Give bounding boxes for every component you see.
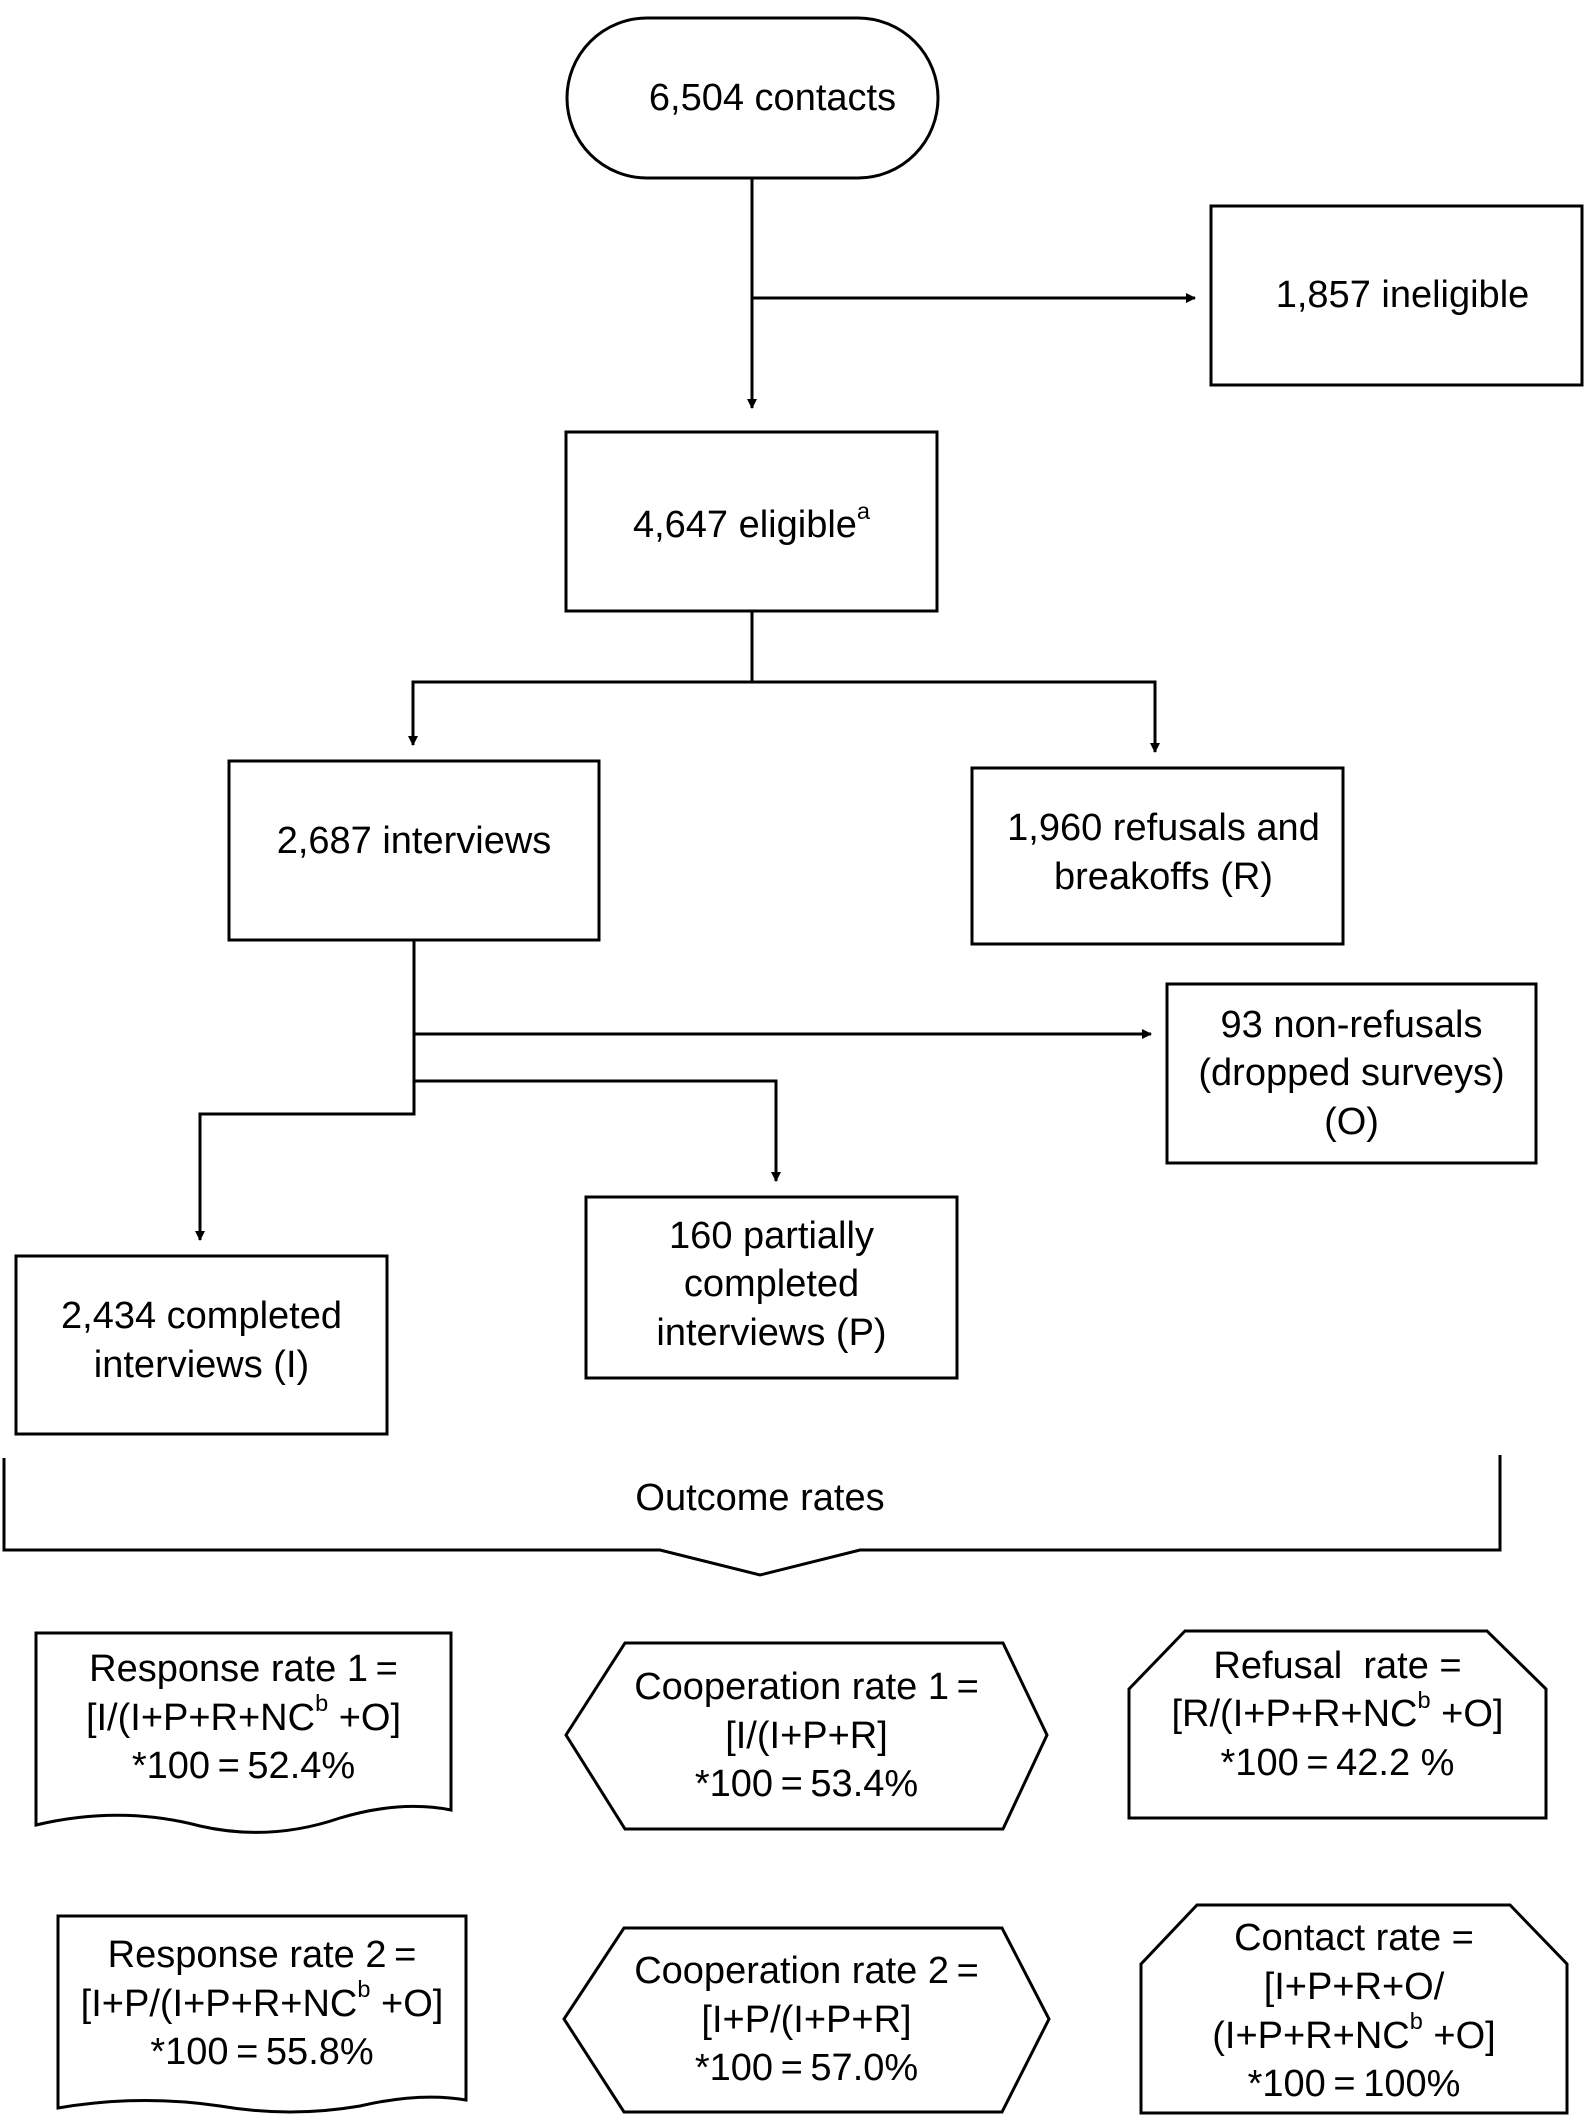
- refusals-line-1: 1,960 refusals and: [1007, 807, 1320, 850]
- connector-to-refusals: [752, 680, 1160, 753]
- refusals-node: 1,960 refusals and breakoffs (R): [972, 768, 1347, 944]
- outcome-rates-label: Outcome rates: [635, 1476, 885, 1519]
- partial-node: 160 partially completed interviews (P): [586, 1197, 957, 1378]
- response-rate-1-value: *100 = 52.4%: [131, 1745, 356, 1788]
- refusals-label: 1,960 refusals and breakoffs (R): [1007, 804, 1320, 901]
- nonrefusals-node-shape: [1165, 982, 1538, 1165]
- contact-rate-formula-1: [I+P+R+O/: [1263, 1965, 1445, 2008]
- cooperation-rate-2-node: Cooperation rate 2 = [I+P/(I+P+R] *100 =…: [564, 1928, 1049, 2112]
- refusal-rate-footnote-marker: b: [1417, 1686, 1431, 1713]
- contact-rate-formula-2a: (I+P+R+NC: [1212, 2014, 1410, 2057]
- cooperation-rate-1-formula: [I/(I+P+R]: [725, 1714, 888, 1757]
- connector-eligible-split: [408, 611, 754, 746]
- refusal-rate-formula-b: +O]: [1430, 1693, 1504, 1736]
- contact-rate-line-1: Contact rate =: [1234, 1917, 1474, 1960]
- nonrefusals-line-2: (dropped surveys): [1198, 1052, 1505, 1095]
- response-rate-1-footnote-marker: b: [315, 1690, 329, 1717]
- nonrefusals-label: 93 non-refusals (dropped surveys) (O): [1198, 1001, 1504, 1147]
- cooperation-rate-1-label: Cooperation rate 1 = [I/(I+P+R] *100 = 5…: [634, 1663, 979, 1809]
- response-rate-1-node: Response rate 1 = [I/(I+P+R+NCb +O] *100…: [36, 1633, 451, 1815]
- completed-label: 2,434 completed interviews (I): [61, 1292, 342, 1389]
- contact-rate-value: *100 = 100%: [1247, 2063, 1461, 2106]
- nonrefusals-line-3: (O): [1324, 1100, 1379, 1143]
- response-rate-2-footnote-marker: b: [357, 1976, 371, 2003]
- ineligible-node-shape: [1209, 204, 1584, 387]
- refusal-rate-shape: [1127, 1629, 1548, 1820]
- eligible-node: 4,647 eligiblea: [566, 432, 937, 611]
- response-rate-1-shape: [34, 1631, 453, 1834]
- refusals-node-shape: [970, 766, 1345, 946]
- completed-node: 2,434 completed interviews (I): [16, 1256, 387, 1434]
- refusal-rate-value: *100 = 42.2 %: [1220, 1741, 1455, 1784]
- refusals-line-2: breakoffs (R): [1054, 856, 1273, 898]
- partial-line-1: 160 partially: [669, 1214, 874, 1257]
- interviews-label: 2,687 interviews: [276, 820, 552, 863]
- eligible-label: 4,647 eligiblea: [632, 497, 871, 550]
- outcome-brace: [2, 1455, 1502, 1577]
- connector-interviews-trunk: [195, 940, 416, 1241]
- completed-line-2: interviews (I): [93, 1344, 310, 1386]
- contact-rate-node: Contact rate = [I+P+R+O/ (I+P+R+NCb +O] …: [1141, 1905, 1567, 2118]
- response-rate-1-formula-b: +O]: [328, 1696, 402, 1739]
- response-rate-2-formula-a: [I+P/(I+P+R+NC: [80, 1982, 358, 2025]
- eligible-footnote-marker: a: [856, 497, 871, 524]
- contact-rate-shape: [1139, 1903, 1569, 2115]
- nonrefusals-node: 93 non-refusals (dropped surveys) (O): [1167, 984, 1536, 1163]
- cooperation-rate-1-value: *100 = 53.4%: [694, 1763, 919, 1806]
- connector-to-partial: [414, 1079, 781, 1182]
- outcome-rates-heading: Outcome rates: [560, 1468, 960, 1528]
- cooperation-rate-2-label: Cooperation rate 2 = [I+P/(I+P+R] *100 =…: [634, 1947, 979, 2093]
- contacts-label: 6,504 contacts: [648, 76, 897, 119]
- cooperation-rate-1-node: Cooperation rate 1 = [I/(I+P+R] *100 = 5…: [566, 1643, 1047, 1829]
- response-rate-2-line-1: Response rate 2 =: [107, 1934, 417, 1977]
- cooperation-rate-2-formula: [I+P/(I+P+R]: [701, 1998, 912, 2041]
- response-rate-1-line-1: Response rate 1 =: [89, 1648, 398, 1691]
- partial-node-shape: [584, 1195, 959, 1380]
- response-rate-2-label: Response rate 2 = [I+P/(I+P+R+NCb +O] *1…: [81, 1931, 444, 2077]
- partial-label: 160 partially completed interviews (P): [656, 1212, 886, 1358]
- contacts-node: 6,504 contacts: [567, 18, 938, 178]
- completed-node-shape: [14, 1254, 389, 1436]
- interviews-node: 2,687 interviews: [229, 761, 599, 940]
- ineligible-node: 1,857 ineligible: [1211, 206, 1582, 385]
- refusal-rate-formula: [R/(I+P+R+NCb +O]: [1171, 1686, 1504, 1739]
- response-rate-2-node: Response rate 2 = [I+P/(I+P+R+NCb +O] *1…: [58, 1916, 466, 2098]
- completed-line-1: 2,434 completed: [61, 1295, 342, 1338]
- contact-rate-label: Contact rate = [I+P+R+O/ (I+P+R+NCb +O] …: [1212, 1914, 1495, 2109]
- cooperation-rate-2-line-1: Cooperation rate 2 =: [634, 1950, 979, 1993]
- refusal-rate-formula-a: [R/(I+P+R+NC: [1171, 1693, 1418, 1736]
- refusal-rate-label: Refusal rate = [R/(I+P+R+NCb +O] *100 = …: [1171, 1642, 1503, 1788]
- cooperation-rate-1-line-1: Cooperation rate 1 =: [634, 1666, 979, 1709]
- contact-rate-formula-2b: +O]: [1422, 2014, 1496, 2057]
- nonrefusals-line-1: 93 non-refusals: [1220, 1003, 1483, 1046]
- response-rate-1-formula: [I/(I+P+R+NCb +O]: [85, 1692, 402, 1743]
- partial-line-2: completed: [683, 1263, 860, 1306]
- response-rate-1-formula-a: [I/(I+P+R+NC: [85, 1696, 316, 1739]
- cooperation-rate-2-shape: [562, 1926, 1051, 2114]
- eligible-text: 4,647 eligible: [632, 504, 857, 547]
- refusal-rate-line-1: Refusal rate =: [1213, 1644, 1462, 1687]
- cooperation-rate-2-value: *100 = 57.0%: [694, 2047, 919, 2090]
- contact-rate-formula-2: (I+P+R+NCb +O]: [1212, 2009, 1496, 2061]
- response-rate-2-value: *100 = 55.8%: [150, 2031, 374, 2074]
- contact-rate-footnote-marker: b: [1409, 2008, 1423, 2035]
- cooperation-rate-1-shape: [564, 1641, 1049, 1831]
- response-rate-2-shape: [56, 1914, 468, 2114]
- refusal-rate-node: Refusal rate = [R/(I+P+R+NCb +O] *100 = …: [1129, 1631, 1546, 1818]
- ineligible-label: 1,857 ineligible: [1275, 274, 1530, 317]
- response-rate-2-formula-b: +O]: [370, 1982, 444, 2025]
- response-rate-2-formula: [I+P/(I+P+R+NCb +O]: [80, 1978, 444, 2029]
- partial-line-3: interviews (P): [656, 1311, 887, 1354]
- response-rate-1-label: Response rate 1 = [I/(I+P+R+NCb +O] *100…: [86, 1645, 401, 1791]
